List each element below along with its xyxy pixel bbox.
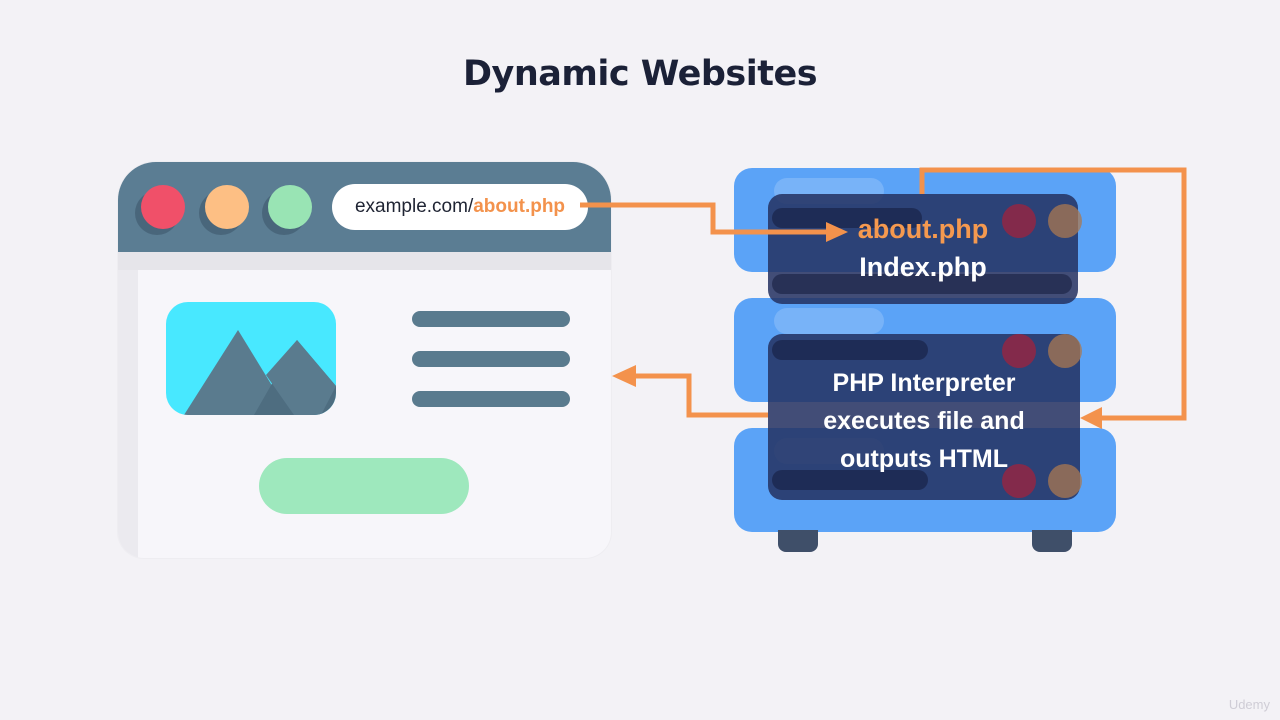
server-foot <box>778 530 818 552</box>
text-line-placeholder <box>412 351 570 367</box>
close-dot-icon <box>141 185 185 229</box>
interpreter-line-3: outputs HTML <box>839 445 1008 473</box>
browser-window: example.com/about.php <box>118 162 611 558</box>
minimize-dot-icon <box>205 185 249 229</box>
status-led-icon <box>1048 464 1082 498</box>
interpreter-line-1: PHP Interpreter <box>832 369 1016 397</box>
status-led-icon <box>1048 334 1082 368</box>
watermark-logo: Udemy <box>1228 697 1270 712</box>
browser-toolbar-shadow <box>118 252 611 270</box>
url-prefix: example.com/ <box>354 196 474 217</box>
maximize-dot-icon <box>268 185 312 229</box>
mountain-icon <box>184 330 336 415</box>
image-placeholder-icon <box>166 302 336 415</box>
status-led-icon <box>1002 464 1036 498</box>
text-line-placeholder <box>412 311 570 327</box>
browser-side-shade <box>118 270 138 558</box>
interpreter-line-2: executes file and <box>823 407 1025 435</box>
response-arrowhead-icon <box>612 365 636 387</box>
file-box: about.php Index.php <box>768 194 1082 304</box>
slide-title: Dynamic Websites <box>462 54 818 94</box>
requested-file-label: about.php <box>857 214 989 244</box>
status-led-icon <box>1002 334 1036 368</box>
button-placeholder <box>259 458 469 514</box>
index-file-label: Index.php <box>859 252 987 282</box>
url-file: about.php <box>473 196 566 217</box>
interpreter-box: PHP Interpreter executes file and output… <box>768 334 1082 500</box>
server-foot <box>1032 530 1072 552</box>
address-bar: example.com/about.php <box>332 184 588 230</box>
text-line-placeholder <box>412 391 570 407</box>
